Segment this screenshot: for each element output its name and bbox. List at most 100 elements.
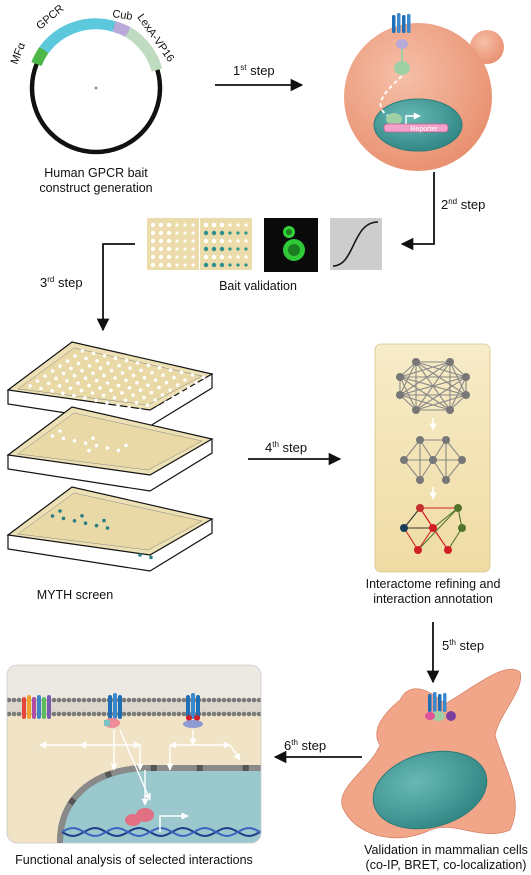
signalling-arrows: [39, 729, 241, 806]
plasmid-caption-2: construct generation: [39, 181, 152, 195]
colony: [146, 363, 151, 368]
step-6: 6th step: [273, 738, 362, 764]
colony: [109, 368, 114, 373]
lipid-head: [126, 697, 132, 703]
colony: [116, 448, 121, 453]
colony: [134, 400, 139, 405]
lipid-head: [56, 697, 62, 703]
lipid-head: [76, 711, 82, 717]
network-node: [462, 391, 470, 399]
colony: [149, 390, 154, 395]
colony: [95, 359, 99, 363]
colony: [79, 388, 84, 393]
plasmid-label-cub: Cub: [112, 8, 134, 23]
colony: [183, 378, 187, 382]
step-2-arrow: [400, 172, 435, 251]
plate-bottom: [6, 486, 214, 572]
colony: [149, 410, 153, 415]
colony: [69, 366, 73, 371]
lipid-head: [71, 711, 77, 717]
colony: [127, 386, 132, 390]
lipid-head: [246, 697, 252, 703]
lipid-head: [226, 711, 232, 717]
colony: [91, 436, 95, 441]
receptor-middle: [104, 693, 122, 728]
lipid-head: [11, 697, 17, 703]
colony: [83, 376, 88, 381]
spot: [236, 263, 240, 267]
colony: [109, 388, 113, 393]
yeast-cell: Reporter: [344, 13, 504, 171]
network-edge: [415, 361, 467, 378]
spot: [150, 246, 156, 252]
spot: [236, 255, 240, 259]
network-node: [412, 358, 420, 366]
colony: [46, 381, 51, 386]
colony: [179, 390, 183, 395]
network-edge: [415, 394, 467, 411]
colony: [83, 441, 88, 446]
colony: [113, 376, 117, 380]
functional-analysis-panel: [6, 664, 262, 844]
colony: [190, 373, 195, 377]
colony: [50, 389, 54, 393]
colony: [124, 443, 128, 448]
colony: [168, 368, 173, 373]
colony: [84, 356, 88, 361]
network-full: [396, 358, 470, 414]
colony: [94, 443, 99, 448]
colony: [161, 373, 165, 378]
spot: [244, 247, 248, 251]
network-edge: [417, 507, 459, 551]
spot: [236, 231, 240, 235]
lipid-head: [141, 711, 147, 717]
spot: [175, 239, 179, 243]
network-node: [396, 391, 404, 399]
spot: [158, 222, 164, 228]
lipid-head: [151, 697, 157, 703]
colony: [28, 384, 32, 388]
myth-screen-caption: MYTH screen: [37, 588, 113, 602]
colony: [76, 361, 81, 366]
spot: [219, 222, 225, 228]
lipid-head: [96, 711, 102, 717]
spot: [228, 255, 232, 259]
spot: [183, 247, 187, 251]
colony: [90, 391, 95, 395]
plasmid-label-mfa: MFα: [9, 40, 29, 66]
lipid-head: [61, 711, 67, 717]
network-node: [414, 546, 422, 554]
network-node: [458, 524, 466, 532]
colony: [80, 369, 84, 373]
colony: [61, 371, 66, 376]
mammalian-nucleus: [372, 750, 488, 830]
lipid-head: [206, 711, 212, 717]
plasmid-map: MFα GPCR Cub LexA-VP16: [9, 3, 176, 155]
colony: [150, 371, 154, 375]
colony: [106, 361, 110, 366]
lipid-head: [126, 711, 132, 717]
spot: [236, 247, 240, 251]
spot: [228, 263, 232, 267]
colony: [124, 378, 128, 383]
step-5-label: 5th step: [442, 638, 484, 653]
colony: [61, 516, 66, 521]
network-node: [416, 504, 424, 512]
colony: [68, 386, 73, 391]
spot: [228, 239, 232, 243]
spot: [183, 263, 187, 267]
network-node: [429, 456, 437, 464]
colony: [160, 393, 165, 397]
colony: [116, 383, 121, 388]
lipid-head: [216, 711, 222, 717]
network-node: [462, 373, 470, 381]
spot: [219, 246, 225, 252]
gpcr-bait-icon: [392, 13, 411, 75]
colony: [87, 448, 91, 453]
colony: [168, 388, 172, 392]
lipid-head: [146, 711, 152, 717]
colony: [153, 398, 157, 402]
lexa-vp16-in-nucleus: [386, 113, 402, 125]
spot: [211, 238, 217, 244]
